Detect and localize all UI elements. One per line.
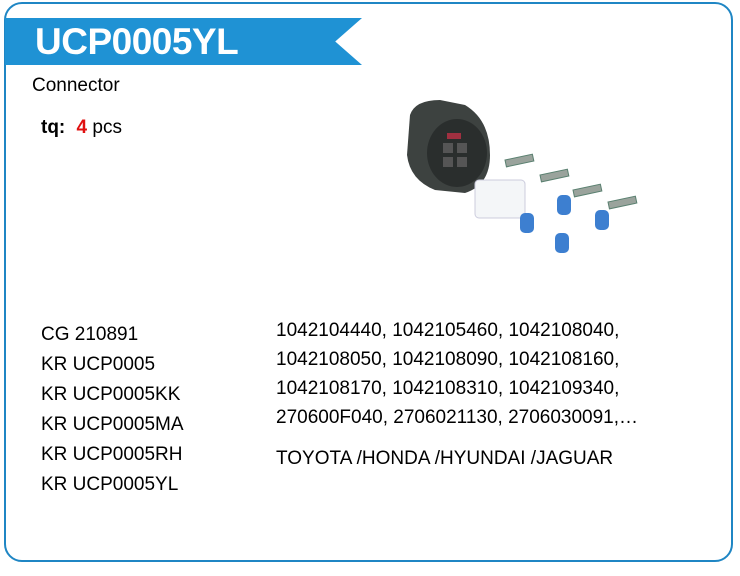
quantity-value: 4 bbox=[76, 117, 88, 138]
oem-line: 1042108050, 1042108090, 1042108160, bbox=[276, 349, 620, 370]
cross-reference-list: CG 210891 KR UCP0005 KR UCP0005KK KR UCP… bbox=[41, 320, 184, 500]
connector-housing bbox=[407, 100, 490, 193]
white-insert bbox=[474, 179, 526, 219]
quantity-label: tq: bbox=[41, 117, 66, 138]
cross-reference-item: KR UCP0005MA bbox=[41, 414, 184, 435]
oem-line: 1042104440, 1042105460, 1042108040, bbox=[276, 320, 620, 341]
cross-reference-item: KR UCP0005RH bbox=[41, 444, 183, 465]
cross-reference-item: KR UCP0005YL bbox=[41, 474, 179, 495]
product-image bbox=[407, 100, 638, 253]
product-type: Connector bbox=[32, 75, 120, 96]
oem-number-list: 1042104440, 1042105460, 1042108040, 1042… bbox=[276, 316, 638, 432]
quantity: tq: 4 pcs bbox=[41, 117, 122, 139]
quantity-unit: pcs bbox=[92, 117, 122, 138]
terminals bbox=[504, 153, 638, 210]
vehicle-brands: TOYOTA /HONDA /HYUNDAI /JAGUAR bbox=[276, 448, 614, 469]
oem-line: 270600F040, 2706021130, 2706030091,… bbox=[276, 407, 639, 428]
cross-reference-item: KR UCP0005KK bbox=[41, 384, 181, 405]
seals bbox=[520, 195, 609, 253]
product-card-frame bbox=[4, 2, 733, 562]
cross-reference-item: KR UCP0005 bbox=[41, 354, 156, 375]
oem-line: 1042108170, 1042108310, 1042109340, bbox=[276, 378, 620, 399]
title-banner bbox=[5, 18, 362, 65]
product-title: UCP0005YL bbox=[35, 21, 239, 62]
cross-reference-item: CG 210891 bbox=[41, 324, 139, 345]
